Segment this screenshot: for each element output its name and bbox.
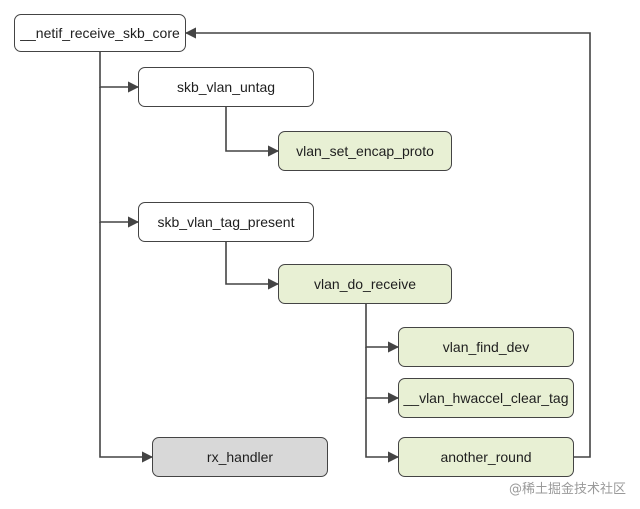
edge-core-to-rx-handler xyxy=(99,222,154,463)
edge-another-round-loop-back xyxy=(184,27,591,458)
node-vlan-hwaccel-clear-tag: __vlan_hwaccel_clear_tag xyxy=(398,378,574,418)
edge-do-receive-to-hwaccel-clear-tag xyxy=(365,347,400,404)
node-skb-vlan-tag-present: skb_vlan_tag_present xyxy=(138,202,314,242)
edge-core-to-skb-vlan-tag-present xyxy=(99,87,140,228)
node-netif-receive-skb-core: __netif_receive_skb_core xyxy=(14,14,186,52)
edge-do-receive-to-another-round xyxy=(365,398,400,463)
node-vlan-find-dev: vlan_find_dev xyxy=(398,327,574,367)
edge-tag-present-to-do-receive xyxy=(225,242,280,290)
node-vlan-do-receive: vlan_do_receive xyxy=(278,264,452,304)
edge-core-to-skb-vlan-untag xyxy=(99,52,140,93)
edge-do-receive-to-find-dev xyxy=(365,304,400,353)
watermark: @稀土掘金技术社区 xyxy=(508,482,626,497)
edge-untag-to-set-encap-proto xyxy=(225,107,280,157)
node-rx-handler: rx_handler xyxy=(152,437,328,477)
node-another-round: another_round xyxy=(398,437,574,477)
node-skb-vlan-untag: skb_vlan_untag xyxy=(138,67,314,107)
node-vlan-set-encap-proto: vlan_set_encap_proto xyxy=(278,131,452,171)
